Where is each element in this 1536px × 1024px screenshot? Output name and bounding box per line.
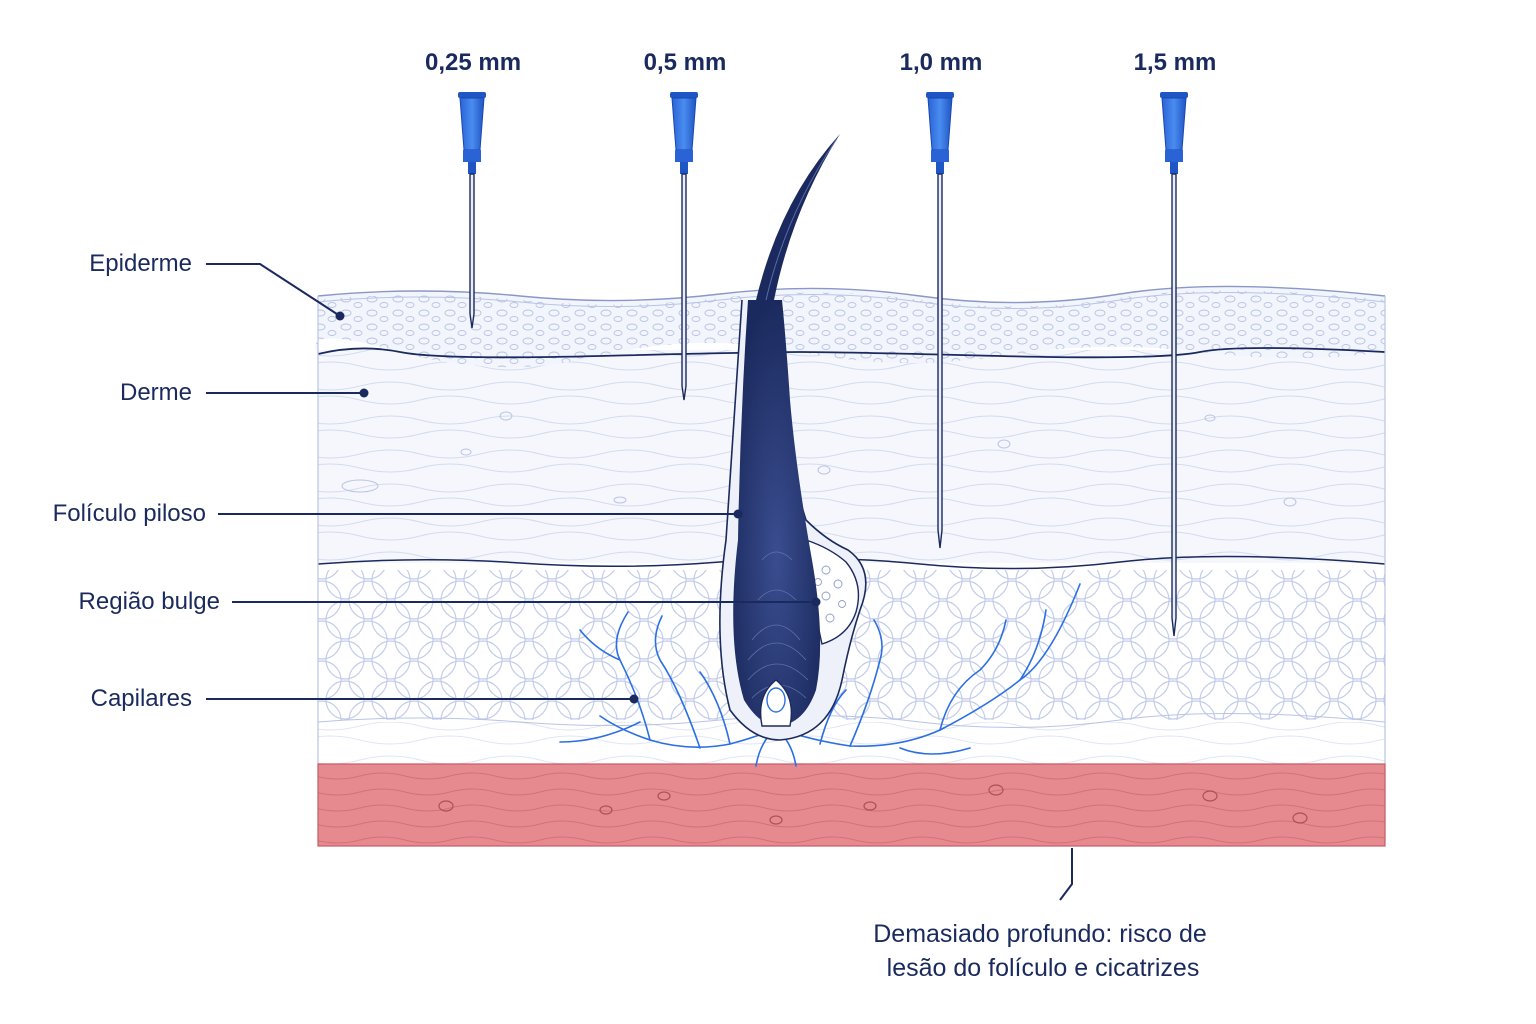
bulge-marker [811, 597, 821, 607]
needle-025mm: 0,25 mm [425, 49, 521, 329]
needle-05mm: 0,5 mm [644, 49, 727, 401]
needle-label-025: 0,25 mm [425, 49, 521, 76]
warning-line-2: lesão do folículo e cicatrizes [887, 954, 1200, 982]
capillary-network [559, 583, 1081, 767]
label-capillaries: Capilares [91, 685, 192, 712]
needle-15mm: 1,5 mm [1134, 49, 1217, 637]
warning-line-1: Demasiado profundo: risco de [873, 920, 1207, 948]
needle-label-15: 1,5 mm [1134, 49, 1217, 76]
needle-label-10: 1,0 mm [900, 49, 983, 76]
label-follicle: Folículo piloso [53, 500, 206, 527]
hair-follicle [719, 134, 867, 741]
label-dermis: Derme [120, 379, 192, 406]
callouts [206, 263, 1073, 901]
label-bulge: Região bulge [79, 588, 220, 615]
dermis-marker [359, 388, 369, 398]
epidermis-marker [335, 311, 345, 321]
follicle-marker [733, 509, 743, 519]
needle-label-05: 0,5 mm [644, 49, 727, 76]
label-epidermis: Epiderme [89, 250, 192, 277]
needle-10mm: 1,0 mm [900, 49, 983, 549]
needle-set: 0,25 mm 0,5 mm 1,0 mm 1,5 mm [425, 49, 1217, 637]
capillaries-marker [629, 694, 639, 704]
